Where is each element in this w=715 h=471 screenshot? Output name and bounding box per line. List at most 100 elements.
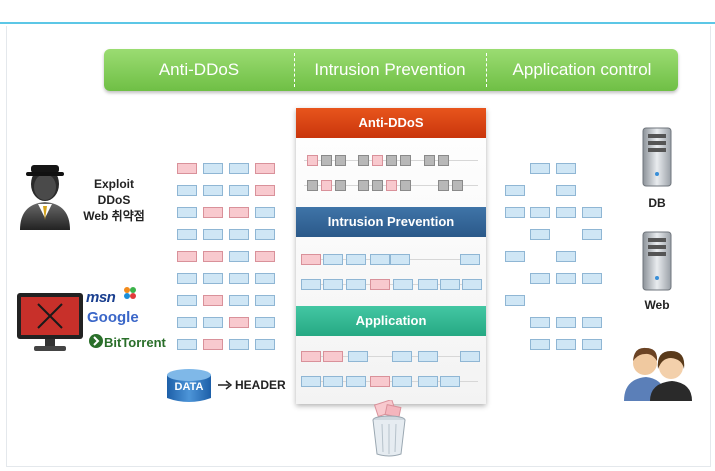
packet: [556, 251, 576, 262]
packet: [229, 273, 249, 284]
packet: [460, 351, 480, 362]
packet-lane: [304, 284, 478, 285]
packet: [346, 376, 366, 387]
packet: [358, 180, 369, 191]
packet: [177, 163, 197, 174]
packet: [440, 376, 460, 387]
packet: [177, 273, 197, 284]
packet: [203, 185, 223, 196]
packet: [323, 254, 343, 265]
web-server-icon: [642, 231, 672, 291]
packet: [505, 185, 525, 196]
packet: [229, 251, 249, 262]
packet: [370, 279, 390, 290]
packet: [177, 185, 197, 196]
packet: [323, 279, 343, 290]
data-cylinder-icon: [167, 369, 211, 402]
packet: [177, 229, 197, 240]
packet: [255, 339, 275, 350]
packet: [301, 376, 321, 387]
data-label: DATA: [174, 381, 204, 393]
packet: [390, 254, 410, 265]
packet: [346, 254, 366, 265]
arrow-right-icon: [218, 380, 232, 390]
packet: [440, 279, 460, 290]
packet: [418, 351, 438, 362]
packet: [229, 229, 249, 240]
packet: [255, 163, 275, 174]
packet: [386, 180, 397, 191]
packet: [582, 207, 602, 218]
google-logo: Google: [87, 309, 139, 326]
packet: [177, 207, 197, 218]
header-label: HEADER: [235, 378, 286, 392]
packet: [203, 295, 223, 306]
packet: [505, 251, 525, 262]
trash-bin-icon: [372, 400, 406, 457]
packet: [582, 229, 602, 240]
packet: [321, 155, 332, 166]
packet: [438, 155, 449, 166]
packet: [582, 317, 602, 328]
packet: [505, 295, 525, 306]
packet: [438, 180, 449, 191]
threat-web-vuln: Web 취약점: [83, 209, 145, 223]
packet: [530, 163, 550, 174]
packet: [177, 339, 197, 350]
packet: [393, 279, 413, 290]
packet: [505, 207, 525, 218]
packet: [255, 229, 275, 240]
packet: [323, 351, 343, 362]
packet: [177, 295, 197, 306]
packet: [255, 295, 275, 306]
packet: [556, 185, 576, 196]
packet: [346, 279, 366, 290]
packet-lane: [304, 356, 478, 357]
threat-exploit: Exploit: [93, 177, 134, 191]
packet: [255, 273, 275, 284]
bittorrent-icon: [89, 334, 103, 348]
packet: [582, 273, 602, 284]
packet: [582, 339, 602, 350]
banner-application-control: Application control: [512, 60, 652, 79]
feature-banner: Anti-DDoS Intrusion Prevention Applicati…: [104, 49, 678, 91]
packet: [400, 180, 411, 191]
packet: [203, 251, 223, 262]
packet: [203, 207, 223, 218]
packet: [392, 376, 412, 387]
packet: [530, 273, 550, 284]
packet: [418, 376, 438, 387]
db-label: DB: [648, 196, 666, 210]
packet: [556, 163, 576, 174]
packet: [177, 251, 197, 262]
packet: [372, 180, 383, 191]
msn-logo: msn: [86, 289, 116, 306]
packet: [462, 279, 482, 290]
packet: [386, 155, 397, 166]
packet: [301, 351, 321, 362]
threat-ddos: DDoS: [97, 193, 131, 207]
packet: [424, 155, 435, 166]
web-label: Web: [644, 298, 670, 312]
packet: [229, 185, 249, 196]
packet: [530, 317, 550, 328]
packet: [203, 163, 223, 174]
packet: [229, 339, 249, 350]
packet: [418, 279, 438, 290]
packet: [335, 180, 346, 191]
db-server-icon: [642, 127, 672, 187]
top-accent-line: [0, 22, 715, 24]
packet-lane: [304, 381, 478, 382]
packet: [372, 155, 383, 166]
users-icon: [624, 347, 692, 401]
banner-divider: [486, 53, 487, 87]
packet: [556, 207, 576, 218]
packet: [301, 254, 321, 265]
packet: [321, 180, 332, 191]
bittorrent-logo: BitTorrent: [104, 335, 166, 350]
packet: [203, 317, 223, 328]
packet: [556, 339, 576, 350]
packet: [229, 207, 249, 218]
hacker-user-icon: [20, 165, 70, 230]
packet: [229, 163, 249, 174]
